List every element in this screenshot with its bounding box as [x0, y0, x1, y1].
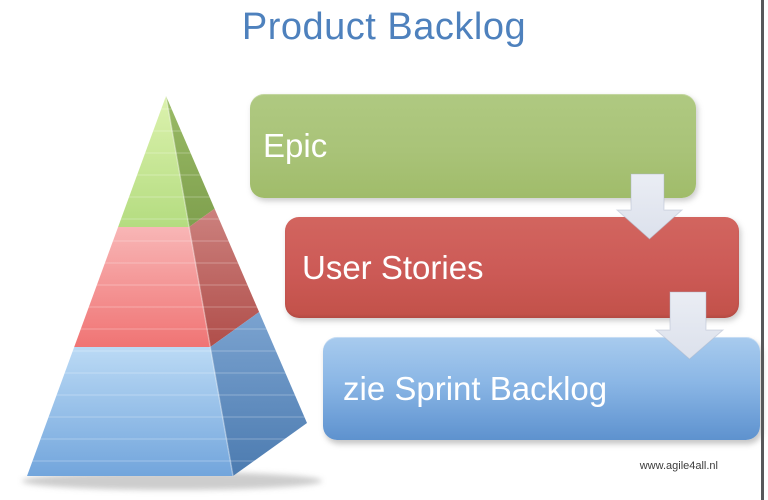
sprint-backlog-box: zie Sprint Backlog [323, 337, 760, 440]
epic-box-label: Epic [263, 127, 328, 164]
watermark-url: www.agile4all.nl [639, 460, 718, 472]
user-stories-box: User Stories [285, 217, 739, 318]
pyramid-shadow [22, 472, 322, 490]
page-title: Product Backlog [241, 6, 527, 48]
user-stories-box-label: User Stories [302, 248, 484, 286]
pyramid-edge-highlight [165, 95, 234, 477]
epic-box: Epic [250, 94, 696, 198]
sprint-backlog-box-label: zie Sprint Backlog [343, 369, 608, 407]
pyramid-graphic [22, 95, 322, 490]
slide-right-border [761, 0, 764, 500]
pyramid-strata-overlay [27, 96, 307, 476]
